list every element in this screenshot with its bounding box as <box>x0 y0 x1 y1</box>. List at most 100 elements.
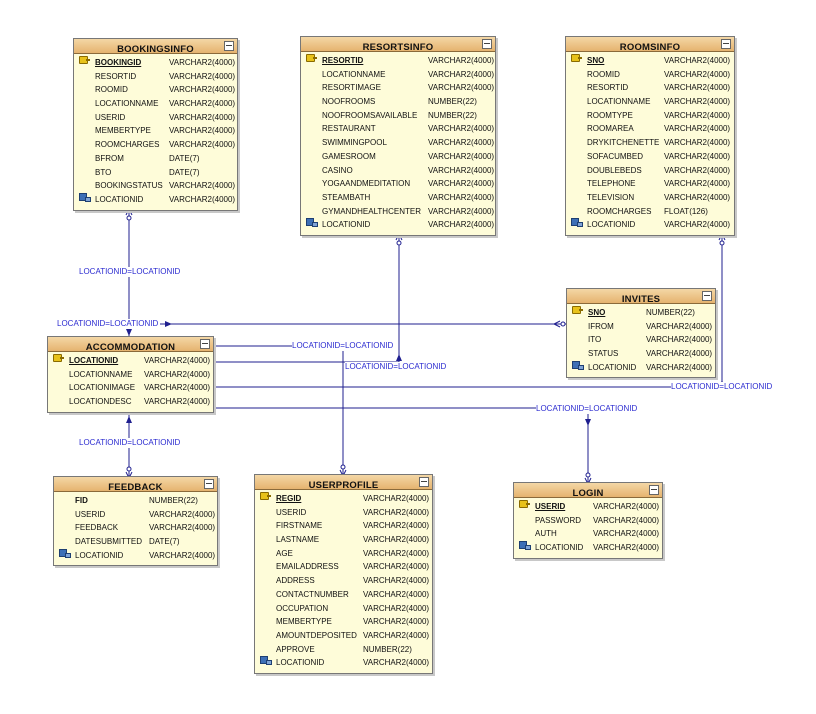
collapse-icon[interactable] <box>419 477 429 487</box>
column-type: VARCHAR2(4000) <box>363 576 430 586</box>
relation-label-userprofile: LOCATIONID=LOCATIONID <box>292 341 394 351</box>
table-header[interactable]: LOGIN <box>514 483 662 499</box>
collapse-icon[interactable] <box>482 39 492 49</box>
collapse-icon[interactable] <box>649 485 659 495</box>
column-name: NOOFROOMSAVAILABLE <box>322 110 418 120</box>
collapse-icon[interactable] <box>204 479 214 489</box>
table-header[interactable]: ROOMSINFO <box>566 37 734 53</box>
table-header[interactable]: FEEDBACK <box>54 477 217 493</box>
column-name: LOCATIONNAME <box>69 369 133 379</box>
collapse-icon[interactable] <box>702 291 712 301</box>
column-type: NUMBER(22) <box>428 97 477 107</box>
column-name: ROOMID <box>95 85 128 95</box>
table-header[interactable]: INVITES <box>567 289 715 305</box>
column-type: VARCHAR2(4000) <box>363 548 430 558</box>
collapse-icon[interactable] <box>200 339 210 349</box>
collapse-icon[interactable] <box>224 41 234 51</box>
table-header[interactable]: USERPROFILE <box>255 475 432 491</box>
table-header[interactable]: BOOKINGSINFO <box>74 39 237 55</box>
table-header[interactable]: RESORTSINFO <box>301 37 495 53</box>
column-type: VARCHAR2(4000) <box>363 535 430 545</box>
collapse-icon[interactable] <box>721 39 731 49</box>
table-header[interactable]: ACCOMMODATION <box>48 337 213 353</box>
